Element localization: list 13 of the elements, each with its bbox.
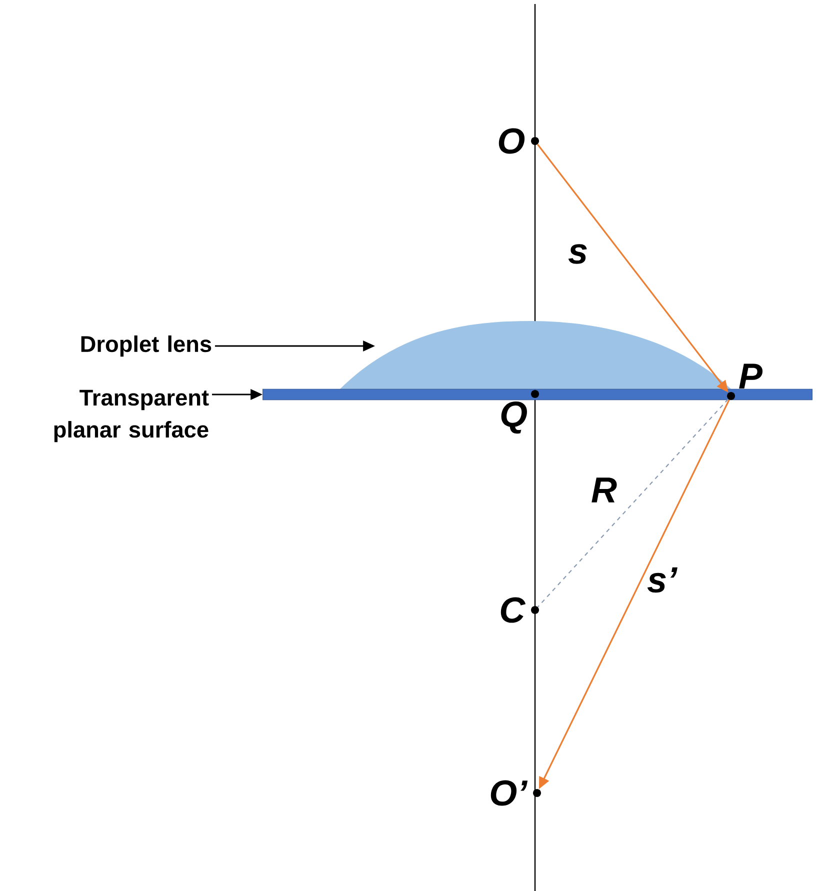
edge-label: s’ — [647, 567, 678, 593]
dashed-line — [538, 398, 729, 608]
point-label: O — [498, 128, 539, 154]
point-label: C — [500, 597, 539, 623]
planar-surface-bar — [262, 388, 812, 400]
point-label: O’ — [490, 780, 541, 806]
point-label: Q — [501, 390, 539, 434]
droplet-lens-shape — [340, 321, 731, 389]
edge-label: s — [568, 244, 587, 264]
point-label: P — [727, 364, 763, 400]
callout-text: Droplet lens — [81, 335, 212, 357]
edge-label: R — [592, 478, 617, 502]
callout-text: Transparent planar surface — [54, 390, 209, 442]
